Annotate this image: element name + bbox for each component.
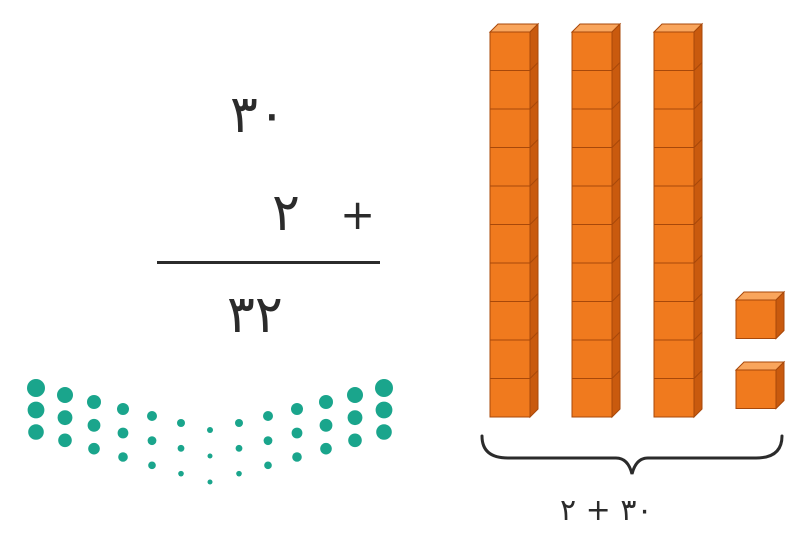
decorative-dot xyxy=(177,444,185,452)
decorative-dot xyxy=(27,401,45,419)
decorative-dot xyxy=(292,452,302,462)
decorative-dot xyxy=(147,436,157,446)
decorative-dot xyxy=(319,418,333,432)
decorative-dot xyxy=(27,379,45,397)
decorative-dot xyxy=(235,419,243,427)
addend-ones: ٢ xyxy=(272,183,300,243)
decorative-dot xyxy=(375,401,393,419)
grouping-brace xyxy=(480,434,784,475)
decorative-dot xyxy=(235,444,243,452)
decorative-dots-logo xyxy=(27,379,393,485)
decorative-dot xyxy=(87,418,101,432)
decorative-dot xyxy=(207,453,213,459)
decorative-dot xyxy=(291,403,303,415)
decorative-dot xyxy=(320,442,332,455)
decorative-dot xyxy=(118,452,128,462)
decorative-dot xyxy=(57,387,73,403)
decorative-dot xyxy=(348,433,362,448)
decorative-dot xyxy=(178,470,184,477)
decorative-dot xyxy=(177,419,185,427)
decorative-dot xyxy=(207,427,213,433)
tens-rod xyxy=(652,22,704,419)
sum-result: ٣٢ xyxy=(227,285,283,345)
decorative-dot xyxy=(319,395,333,409)
decorative-dot xyxy=(58,433,72,448)
decorative-dot xyxy=(117,403,129,415)
decorative-dot xyxy=(376,424,392,440)
decorative-dot xyxy=(347,410,363,426)
decorative-dot xyxy=(291,427,303,439)
unit-cube xyxy=(734,290,786,340)
plus-sign: + xyxy=(340,190,376,239)
decorative-dot xyxy=(148,461,156,470)
decorative-dot xyxy=(57,410,73,426)
decorative-dot xyxy=(147,411,157,421)
tens-rod xyxy=(570,22,622,419)
decorative-dot xyxy=(207,479,213,485)
addend-tens: ٣٠ xyxy=(230,85,286,145)
decorative-dot xyxy=(117,427,129,439)
decorative-dot xyxy=(28,424,44,440)
unit-cube xyxy=(734,360,786,410)
decorative-dot xyxy=(236,470,242,477)
decorative-dot xyxy=(263,411,273,421)
decorative-dot xyxy=(88,442,100,455)
decorative-dot xyxy=(87,395,101,409)
decorative-dot xyxy=(264,461,272,470)
base-ten-blocks xyxy=(488,22,786,419)
decorative-dot xyxy=(375,379,393,397)
sum-line xyxy=(157,261,380,264)
decorative-dot xyxy=(347,387,363,403)
tens-rod xyxy=(488,22,540,419)
decorative-dot xyxy=(263,436,273,446)
expanded-form-label: ٣٠ + ٢ xyxy=(560,493,653,528)
